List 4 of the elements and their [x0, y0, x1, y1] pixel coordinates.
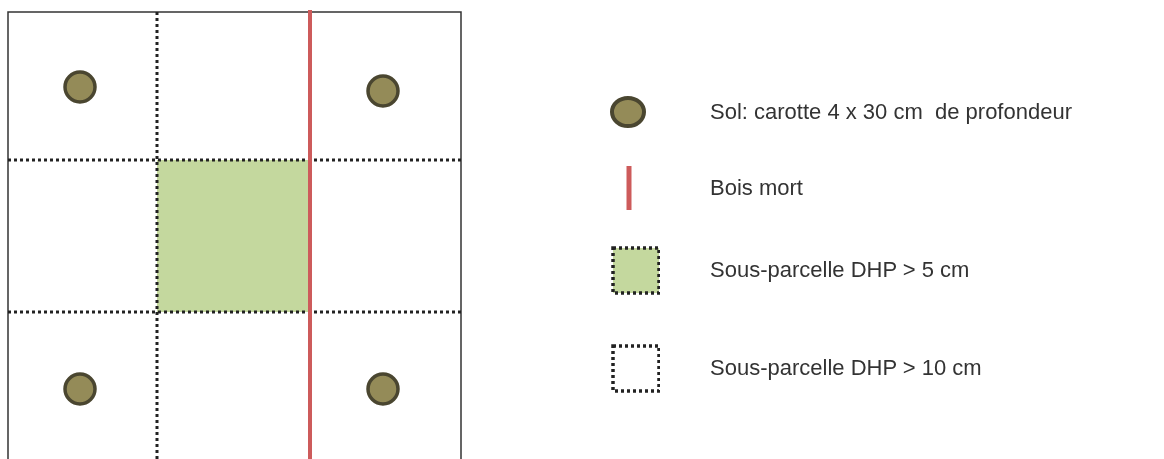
legend-text: Sol: carotte 4 x 30 cm de profondeur [710, 99, 1072, 125]
legend-text: Sous-parcelle DHP > 5 cm [710, 257, 970, 283]
legend-text: Sous-parcelle DHP > 10 cm [710, 355, 982, 381]
legend-text: Bois mort [710, 175, 803, 201]
